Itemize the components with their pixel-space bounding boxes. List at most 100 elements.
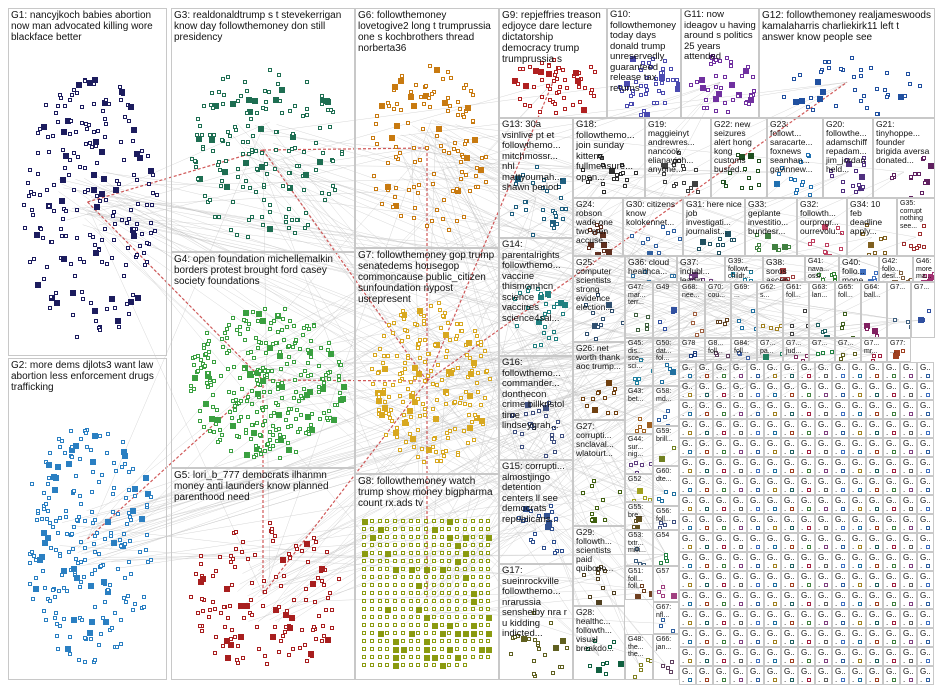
node (552, 101, 557, 106)
group-g78: G78 (679, 338, 705, 362)
node (329, 626, 334, 631)
node (47, 150, 51, 154)
node (390, 204, 395, 209)
node (883, 235, 887, 240)
group-label: G7... pa... (760, 340, 776, 355)
group-g12: G12: followthemoney realjameswoods kamal… (759, 8, 935, 118)
node (131, 607, 136, 612)
node (439, 535, 444, 539)
group-nodes (172, 9, 354, 251)
node (71, 150, 76, 155)
group-small: G... (798, 514, 815, 533)
node (42, 586, 47, 590)
group-small: G... (679, 628, 696, 647)
node (106, 431, 110, 436)
group-small: G... (730, 438, 747, 457)
node (420, 402, 425, 407)
node (840, 326, 844, 331)
node (669, 659, 674, 664)
node (191, 363, 196, 368)
node (148, 230, 153, 235)
node (273, 607, 280, 613)
group-small: G... (832, 457, 849, 476)
node (386, 100, 391, 105)
group-label: G60: dte... (656, 468, 672, 483)
group-small: G... (849, 400, 866, 419)
node (62, 103, 67, 108)
node (242, 159, 249, 166)
node (420, 127, 425, 132)
group-small: G... (866, 552, 883, 571)
node (316, 389, 321, 394)
node (89, 145, 94, 150)
node (439, 615, 444, 619)
node (318, 346, 323, 351)
node (458, 106, 463, 111)
node (486, 567, 491, 571)
node (479, 418, 486, 424)
node (244, 89, 249, 94)
node (41, 609, 46, 614)
node (79, 539, 84, 544)
node (539, 343, 544, 347)
node (790, 526, 794, 530)
node (336, 576, 341, 581)
group-label: G11: now ideagov u having around s polit… (684, 9, 756, 62)
node (395, 434, 400, 439)
node (390, 418, 395, 423)
node (407, 188, 412, 193)
node (435, 126, 442, 133)
edge (87, 201, 402, 579)
group-small: G... (815, 533, 832, 552)
node (601, 586, 606, 591)
group-label: G33: geplante investitio... bundesr... (748, 199, 789, 236)
node (283, 219, 288, 224)
node (892, 374, 896, 378)
node (329, 108, 334, 113)
node (232, 564, 237, 569)
node (42, 490, 47, 495)
node (400, 655, 405, 659)
node (447, 655, 452, 659)
node (282, 306, 287, 311)
node (122, 531, 127, 536)
node (875, 545, 879, 549)
node (875, 564, 879, 568)
edge (412, 125, 537, 199)
node (362, 663, 366, 667)
group-label: G7: followthemoney gop trump senatedems … (358, 250, 495, 305)
group-g20: G20: followthe... adamschiff repadam... … (823, 118, 873, 198)
group-g55: G55: bre... (625, 502, 653, 530)
node (293, 450, 298, 455)
node (203, 400, 210, 407)
node (84, 430, 89, 435)
node (230, 416, 235, 421)
node (778, 324, 782, 328)
node (287, 355, 292, 360)
node (341, 383, 347, 390)
node (292, 395, 296, 400)
node (424, 575, 429, 579)
node (84, 445, 89, 449)
node (868, 65, 873, 70)
group-small: G... (917, 419, 934, 438)
group-small: G... (798, 552, 815, 571)
node (663, 179, 668, 184)
node (833, 104, 838, 109)
node (308, 650, 315, 657)
node (439, 559, 444, 563)
node (125, 593, 130, 598)
group-g48: G48: the... the... (625, 634, 653, 680)
node (455, 322, 460, 327)
node (408, 89, 413, 94)
node (403, 361, 408, 366)
edge (85, 353, 797, 519)
node (430, 92, 434, 97)
node (188, 383, 193, 388)
node (398, 447, 403, 452)
node (260, 366, 265, 370)
node (408, 567, 415, 573)
group-small: G... (730, 552, 747, 571)
node (722, 583, 726, 587)
node (205, 381, 210, 386)
